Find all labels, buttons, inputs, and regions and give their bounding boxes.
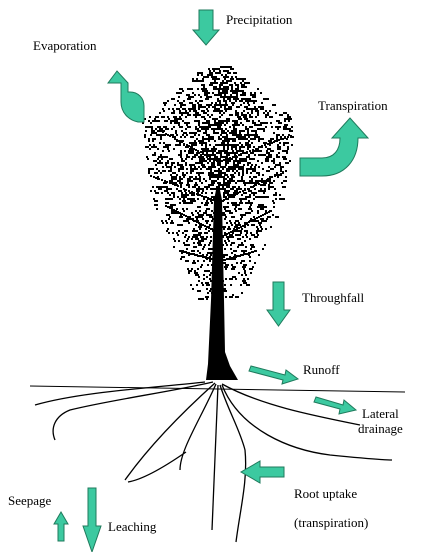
root	[220, 385, 246, 542]
evaporation-label: Evaporation	[33, 38, 97, 53]
lateral-drainage-label: Lateral drainage	[358, 406, 403, 436]
precipitation-arrow	[193, 10, 219, 45]
throughfall-label: Throughfall	[302, 290, 364, 305]
transpiration-label: Transpiration	[318, 98, 388, 113]
root	[53, 382, 213, 440]
tree-trunk	[206, 190, 238, 380]
precipitation-label: Precipitation	[226, 12, 292, 27]
leaching-arrow	[83, 488, 101, 552]
lateral-drainage-arrow	[314, 397, 356, 414]
root	[212, 385, 218, 530]
root	[35, 382, 205, 405]
root	[125, 383, 215, 480]
root-uptake-label: Root uptake	[294, 486, 357, 501]
seepage-label: Seepage	[8, 493, 51, 508]
seepage-arrow	[54, 512, 68, 541]
runoff-label: Runoff	[303, 362, 340, 377]
runoff-arrow	[249, 366, 298, 384]
root-uptake-note-label: (transpiration)	[294, 515, 368, 530]
root	[128, 384, 216, 482]
leaching-label: Leaching	[108, 519, 156, 534]
transpiration-arrow	[300, 118, 368, 176]
root-uptake-arrow	[241, 461, 284, 483]
evaporation-arrow	[108, 71, 144, 122]
throughfall-arrow	[267, 282, 290, 326]
